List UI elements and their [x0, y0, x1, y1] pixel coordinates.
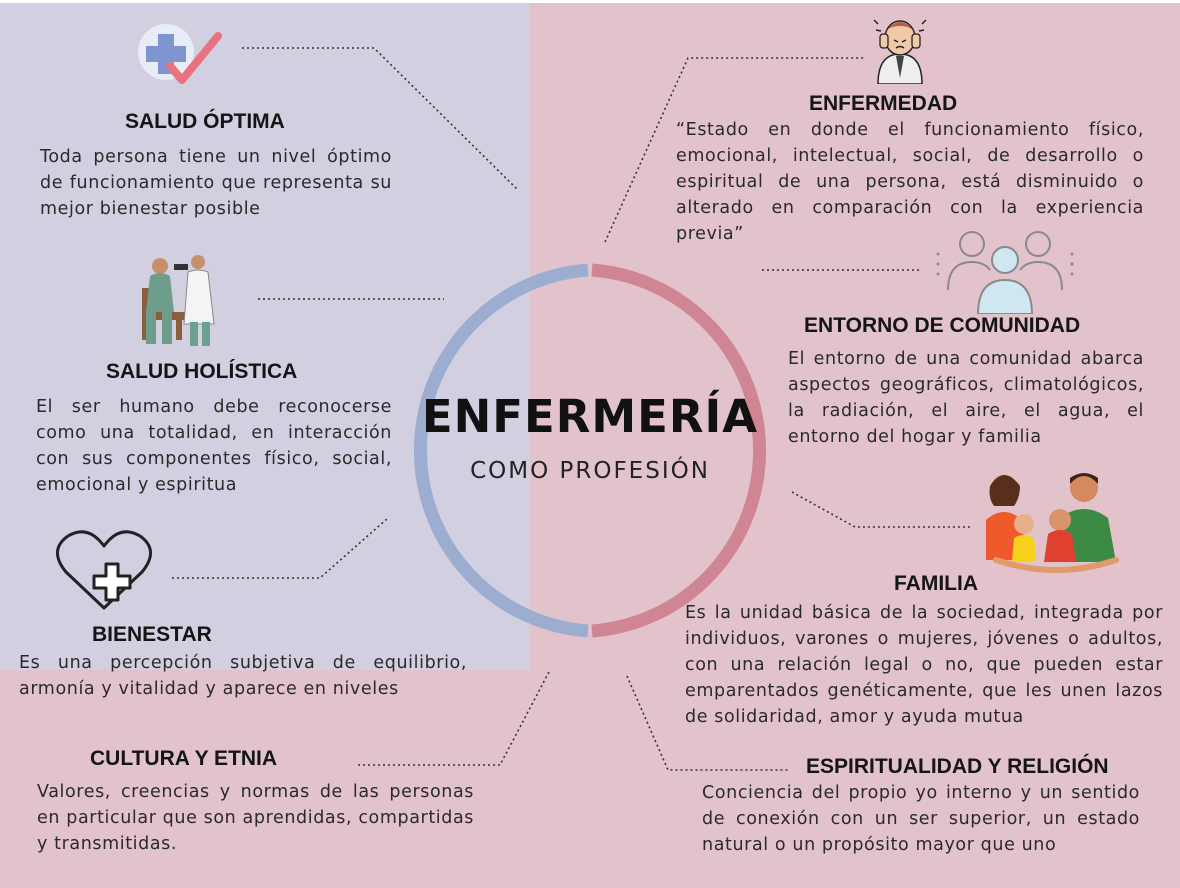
cultura-heading: CULTURA Y ETNIA	[90, 747, 278, 770]
left-background-panel	[0, 0, 530, 670]
connector-salud-optima	[242, 47, 519, 191]
enfermedad-heading: ENFERMEDAD	[809, 92, 958, 115]
center-title: ENFERMERÍA	[421, 390, 759, 443]
connector-cultura	[358, 669, 551, 766]
center-subtitle: COMO PROFESIÓN	[470, 458, 710, 484]
bienestar-text: Es una percepción subjetiva de equilibri…	[19, 653, 467, 699]
ring-right-arc	[591, 263, 766, 638]
bienestar-heading: BIENESTAR	[92, 623, 212, 646]
stressed-person-icon	[873, 19, 927, 84]
familia-heading: FAMILIA	[894, 572, 978, 595]
medical-cross-check-icon	[138, 24, 222, 84]
vaccination-icon	[142, 255, 215, 346]
salud-holistica-heading: SALUD HOLÍSTICA	[106, 360, 298, 383]
family-icon	[986, 473, 1119, 573]
connector-familia	[791, 491, 972, 528]
salud-optima-heading: SALUD ÓPTIMA	[125, 110, 285, 133]
community-people-icon	[936, 231, 1074, 314]
connector-bienestar	[172, 517, 389, 579]
espiritualidad-heading: ESPIRITUALIDAD Y RELIGIÓN	[806, 755, 1109, 778]
enfermedad-text: “Estado en donde el funcionamiento físic…	[676, 120, 1144, 244]
entorno-text: El entorno de una comunidad abarca aspec…	[788, 349, 1144, 447]
entorno-heading: ENTORNO DE COMUNIDAD	[804, 314, 1081, 337]
familia-text: Es la unidad básica de la sociedad, inte…	[685, 603, 1163, 727]
cultura-text: Valores, creencias y normas de las perso…	[37, 782, 474, 854]
ring-left-arc	[414, 263, 589, 638]
salud-holistica-text: El ser humano debe reconocerse como una …	[36, 397, 392, 495]
salud-optima-text: Toda persona tiene un nivel óptimo de fu…	[40, 147, 392, 219]
espiritualidad-text: Conciencia del propio yo interno y un se…	[702, 783, 1140, 855]
top-border	[0, 0, 1180, 3]
heart-plus-icon	[56, 530, 152, 610]
connector-enfermedad	[604, 57, 866, 243]
